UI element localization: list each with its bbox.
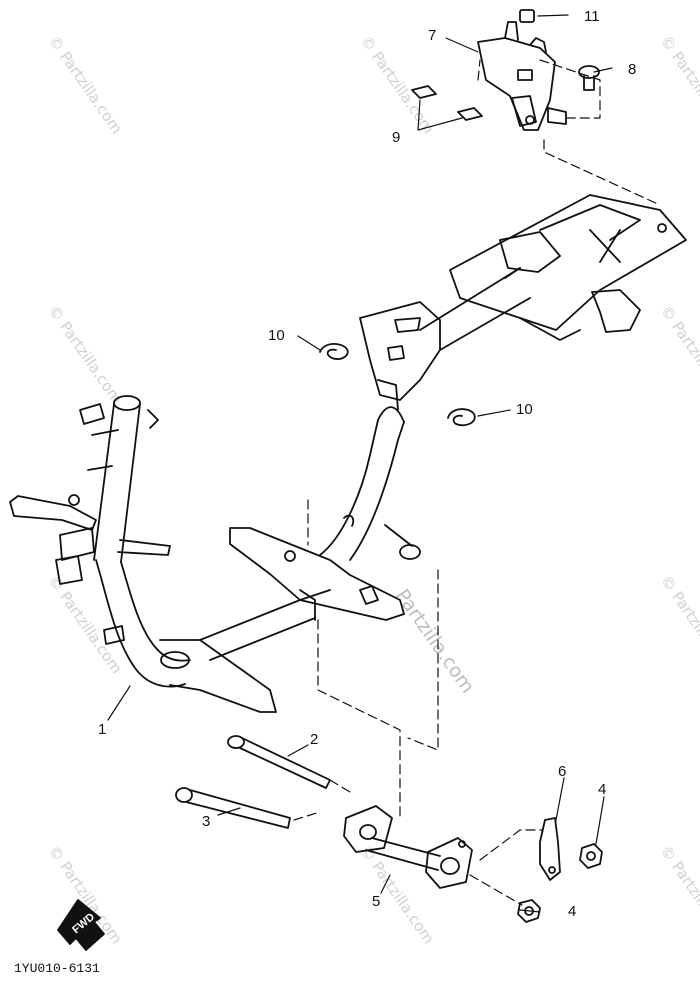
rear-spar <box>419 267 531 351</box>
svg-text:© Partzilla.com: © Partzilla.com <box>657 572 700 677</box>
cap-nut <box>519 9 535 23</box>
callout-3: 3 <box>202 813 210 830</box>
callout-5: 5 <box>372 893 380 910</box>
callout-11: 11 <box>584 8 600 25</box>
front-down-tube <box>95 559 191 688</box>
lower-frame-rail <box>159 527 405 713</box>
rear-subframe <box>449 194 687 341</box>
callout-4b: 4 <box>568 903 576 920</box>
callout-2: 2 <box>310 731 318 748</box>
svg-text:Partzilla.com: Partzilla.com <box>391 585 479 697</box>
bracket-6 <box>539 817 561 881</box>
callout-9: 9 <box>392 129 400 146</box>
svg-text:© Partzilla.com: © Partzilla.com <box>357 842 438 947</box>
reference-lines <box>293 59 661 906</box>
hose-clip <box>319 343 349 360</box>
diagram-code: 1YU010-6131 <box>14 961 100 976</box>
long-bolt-3 <box>175 787 291 829</box>
fwd-arrow-icon: FWD <box>57 899 105 951</box>
bolt-8 <box>578 65 600 91</box>
front-head-pipe <box>9 395 171 585</box>
callout-8: 8 <box>628 61 636 78</box>
center-spine-tube <box>319 406 421 561</box>
callout-10a: 10 <box>268 327 285 344</box>
callout-4a: 4 <box>598 781 606 798</box>
rubber-pad <box>457 107 483 121</box>
leader-lines <box>107 14 613 913</box>
svg-text:© Partzilla.com: © Partzilla.com <box>45 32 126 137</box>
callout-7: 7 <box>428 27 436 44</box>
rubber-pad <box>411 85 437 99</box>
svg-text:© Partzilla.com: © Partzilla.com <box>357 32 438 137</box>
svg-text:© Partzilla.com: © Partzilla.com <box>657 32 700 137</box>
callout-6: 6 <box>558 763 566 780</box>
hose-clip <box>447 408 476 427</box>
nut-4 <box>579 843 603 869</box>
svg-text:© Partzilla.com: © Partzilla.com <box>657 842 700 947</box>
top-bracket <box>477 21 567 131</box>
svg-text:© Partzilla.com: © Partzilla.com <box>45 302 126 407</box>
upper-gusset-plate <box>359 301 441 411</box>
engine-mount-link <box>343 805 473 889</box>
long-bolt-2 <box>227 735 331 789</box>
callout-10b: 10 <box>516 401 533 418</box>
callout-1: 1 <box>98 721 106 738</box>
svg-text:© Partzilla.com: © Partzilla.com <box>657 302 700 407</box>
